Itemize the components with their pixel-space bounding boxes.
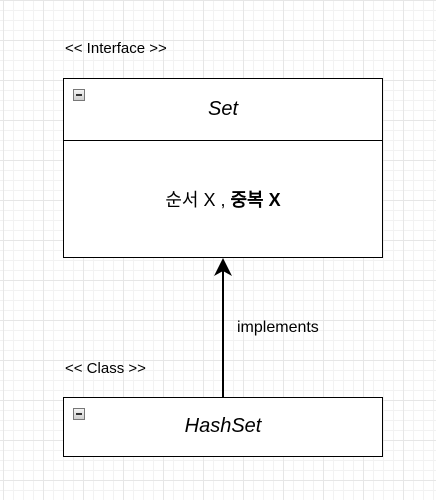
- interface-body[interactable]: 순서 X , 중복 X: [64, 140, 382, 257]
- interface-set-box[interactable]: Set 순서 X , 중복 X: [63, 78, 383, 258]
- class-header[interactable]: HashSet: [64, 398, 382, 455]
- class-name: HashSet: [184, 415, 262, 437]
- interface-body-bold-text: 중복 X: [230, 190, 281, 210]
- implements-arrowhead-icon: [214, 258, 232, 276]
- collapse-icon[interactable]: [73, 89, 85, 101]
- interface-name: Set: [207, 98, 239, 120]
- collapse-icon[interactable]: [73, 408, 85, 420]
- implements-label: implements: [237, 319, 319, 336]
- interface-header[interactable]: Set: [64, 79, 382, 140]
- interface-body-text: 순서 X ,: [165, 190, 231, 210]
- class-hashset-box[interactable]: HashSet: [63, 397, 383, 457]
- class-stereotype: << Class >>: [65, 360, 146, 377]
- interface-stereotype: << Interface >>: [65, 40, 167, 57]
